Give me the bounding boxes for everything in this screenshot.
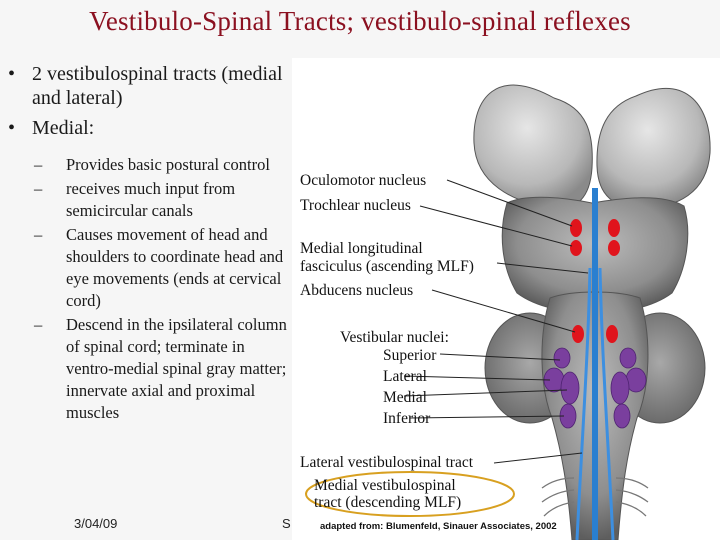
label-trochlear-nucleus: Trochlear nucleus <box>300 197 411 214</box>
highlight-ellipse <box>305 471 515 517</box>
footer-date: 3/04/09 <box>74 516 118 531</box>
left-thalamus-shape <box>473 84 593 209</box>
footer-page-number: S <box>282 516 291 531</box>
sub-bullet-item: – Causes movement of head and shoulders … <box>8 224 294 312</box>
label-oculomotor-nucleus: Oculomotor nucleus <box>300 172 427 189</box>
label-mlf-ascending-line2: fasciculus (ascending MLF) <box>300 258 474 275</box>
bullet-item: • Medial: <box>8 116 294 140</box>
label-mlf-ascending-line1: Medial longitudinal <box>300 240 423 257</box>
red-nuclei <box>570 219 620 343</box>
bullet-text: 2 vestibulospinal tracts (medial and lat… <box>32 63 283 109</box>
mlf-tract-left <box>575 267 592 540</box>
label-vestibular-nuclei: Vestibular nuclei: <box>340 329 449 346</box>
sub-bullet-text: receives much input from semicircular ca… <box>66 179 236 220</box>
label-superior: Superior <box>383 347 437 364</box>
sub-bullet-item: – Descend in the ipsilateral column of s… <box>8 314 294 424</box>
mlf-tract-right <box>598 267 615 540</box>
label-medial: Medial <box>383 389 427 406</box>
sub-bullet-marker: – <box>34 225 43 244</box>
figure-credit: adapted from: Blumenfeld, Sinauer Associ… <box>320 521 557 532</box>
bullet-marker: • <box>8 117 16 139</box>
sub-bullet-marker: – <box>34 315 43 334</box>
label-abducens-nucleus: Abducens nucleus <box>300 282 414 299</box>
bullet-marker: • <box>8 63 16 85</box>
bullet-item: • 2 vestibulospinal tracts (medial and l… <box>8 62 294 110</box>
sub-bullet-item: – Provides basic postural control <box>8 154 294 176</box>
brainstem-figure: Oculomotor nucleus Trochlear nucleus Med… <box>292 58 720 540</box>
sub-bullet-marker: – <box>34 155 43 174</box>
label-lateral: Lateral <box>383 368 427 385</box>
right-thalamus-shape <box>596 87 711 209</box>
sub-bullet-text: Provides basic postural control <box>66 155 270 174</box>
spinal-rootlets <box>541 477 649 517</box>
sub-bullet-text: Descend in the ipsilateral column of spi… <box>66 315 287 422</box>
vestibular-nuclei <box>543 347 647 429</box>
sub-bullet-item: – receives much input from semicircular … <box>8 178 294 222</box>
slide-title: Vestibulo-Spinal Tracts; vestibulo-spina… <box>89 6 631 36</box>
label-lateral-vestibulospinal-tract: Lateral vestibulospinal tract <box>300 454 474 471</box>
bullet-text: Medial: <box>32 117 95 139</box>
label-medial-vestibulospinal-line1: Medial vestibulospinal <box>314 477 456 494</box>
sub-bullet-marker: – <box>34 179 43 198</box>
label-inferior: Inferior <box>383 410 431 427</box>
brainstem-illustration <box>305 84 711 540</box>
sub-bullet-text: Causes movement of head and shoulders to… <box>66 225 284 310</box>
bullet-list: • 2 vestibulospinal tracts (medial and l… <box>8 62 294 426</box>
label-leader-lines <box>403 179 589 464</box>
label-medial-vestibulospinal-line2: tract (descending MLF) <box>314 494 462 511</box>
